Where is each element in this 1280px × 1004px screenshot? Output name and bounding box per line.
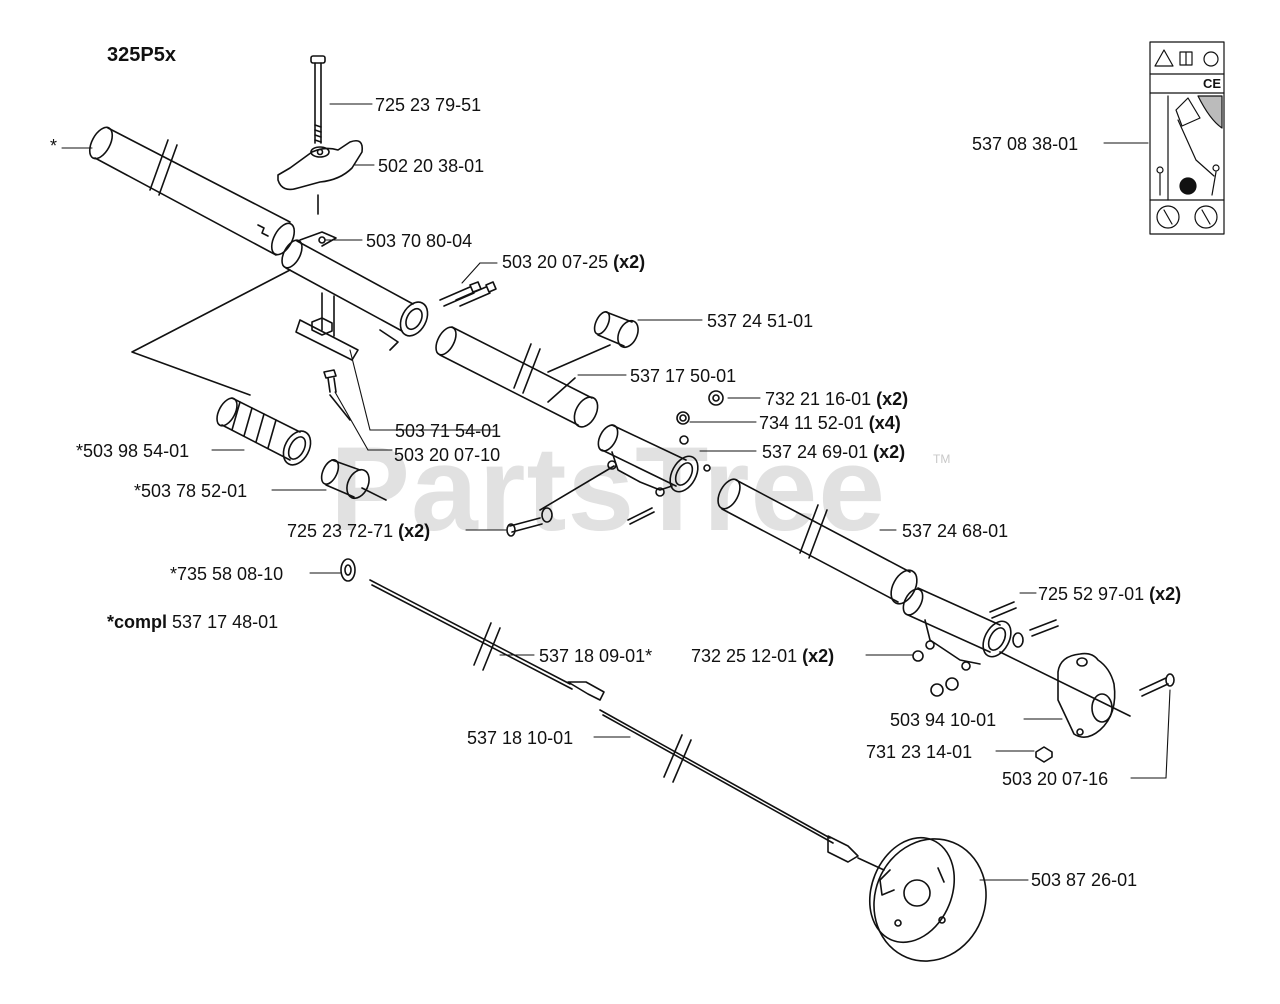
part-label[interactable]: *503 98 54-01 xyxy=(76,441,190,461)
part-label[interactable]: 503 20 07-16 xyxy=(1002,769,1109,789)
clamp-housing xyxy=(281,231,429,361)
bolt xyxy=(310,55,326,144)
part-label[interactable]: 503 87 26-01 xyxy=(1031,870,1138,890)
part-label[interactable]: *503 78 52-01 xyxy=(134,481,248,501)
part-label[interactable]: 503 70 80-04 xyxy=(366,231,473,251)
quantity: (x2) xyxy=(613,252,646,272)
screws-x2 xyxy=(439,281,497,307)
tube-coupling xyxy=(539,424,711,511)
warning-sticker xyxy=(1149,41,1225,235)
quantity: (x2) xyxy=(1149,584,1182,604)
outer-tube xyxy=(717,478,918,605)
small-screw xyxy=(323,369,337,393)
bushing xyxy=(320,459,387,501)
quantity: (x2) xyxy=(398,521,431,541)
part-label[interactable]: * xyxy=(50,136,58,156)
part-label[interactable]: 502 20 38-01 xyxy=(378,156,485,176)
part-label[interactable]: 503 20 07-10 xyxy=(394,445,501,465)
leader-lines xyxy=(61,103,1171,881)
part-label[interactable]: 537 24 68-01 xyxy=(902,521,1009,541)
part-label[interactable]: 537 24 69-01 (x2) xyxy=(762,442,906,462)
part-label[interactable]: 537 18 10-01 xyxy=(467,728,574,748)
ce-mark: CE xyxy=(1203,76,1222,91)
part-label[interactable]: *735 58 08-10 xyxy=(170,564,284,584)
compl-kit-label[interactable]: *compl 537 17 48-01 xyxy=(107,612,279,632)
upper-shaft-tube xyxy=(88,126,296,256)
washer xyxy=(340,558,356,582)
watermark-trademark: TM xyxy=(933,452,951,466)
washers-nuts xyxy=(541,390,724,525)
part-label[interactable]: 503 71 54-01 xyxy=(395,421,502,441)
quantity: (x2) xyxy=(873,442,906,462)
drive-shaft xyxy=(369,579,885,871)
quantity: (x2) xyxy=(802,646,835,666)
bracket xyxy=(1035,652,1175,763)
screw-725-23-72-71 xyxy=(506,517,543,537)
part-label[interactable]: 725 23 79-51 xyxy=(375,95,482,115)
quantity: (x2) xyxy=(876,389,909,409)
part-label[interactable]: 732 25 12-01 (x2) xyxy=(691,646,835,666)
wing-knob xyxy=(277,139,364,215)
part-label[interactable]: 725 52 97-01 (x2) xyxy=(1038,584,1182,604)
part-label[interactable]: 537 08 38-01 xyxy=(972,134,1079,154)
part-label[interactable]: 503 20 07-25 (x2) xyxy=(502,252,646,272)
part-label[interactable]: 503 94 10-01 xyxy=(890,710,997,730)
compl-prefix: *compl xyxy=(107,612,168,632)
ribbed-sleeve xyxy=(216,397,312,466)
quantity: (x4) xyxy=(868,413,901,433)
model-title: 325P5x xyxy=(107,44,176,66)
collar xyxy=(547,311,639,373)
inner-tube xyxy=(435,326,599,428)
part-label[interactable]: 537 18 09-01* xyxy=(539,646,653,666)
part-label[interactable]: 725 23 72-71 (x2) xyxy=(287,521,431,541)
part-label[interactable]: 537 17 50-01 xyxy=(630,366,737,386)
part-label[interactable]: 732 21 16-01 (x2) xyxy=(765,389,909,409)
part-label[interactable]: 734 11 52-01 (x4) xyxy=(759,413,901,433)
clutch-drum xyxy=(868,836,987,962)
part-label[interactable]: 537 24 51-01 xyxy=(707,311,814,331)
part-label[interactable]: 731 23 14-01 xyxy=(866,742,973,762)
lower-coupling xyxy=(902,587,1131,717)
